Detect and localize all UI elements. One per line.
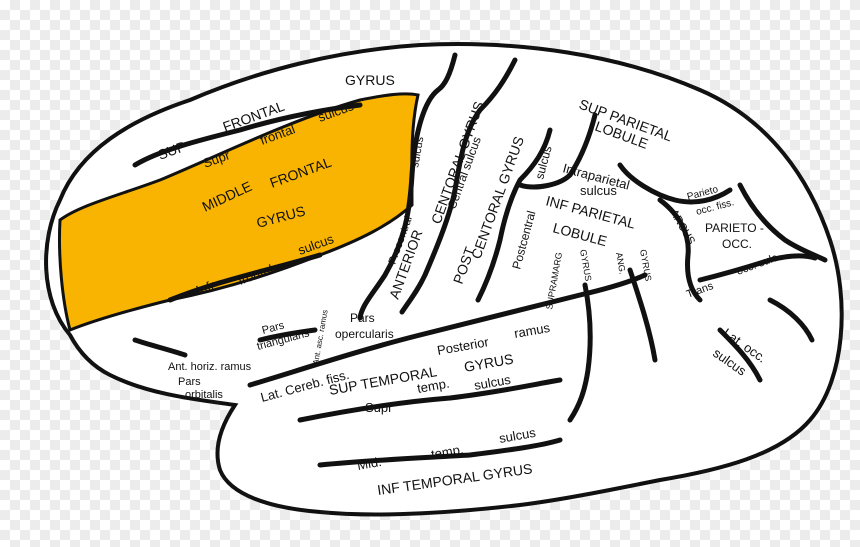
label-pars-orbitalis-2: orbitalis [185,389,223,401]
label-sulcus-ant: sulcus [409,135,426,168]
label-infr: Infr [194,277,217,298]
label-pars-orbitalis-1: Pars [178,376,201,388]
label-supr-temp: Supr [365,400,393,415]
label-pars-opercularis-2: opercularis [335,327,394,341]
label-temp: temp. [416,376,451,396]
label-mid: Mid. [356,454,383,473]
label-sulcus-mid: sulcus [498,425,537,446]
middle-frontal-gyrus-highlight [57,92,420,333]
label-sulcus-ip: sulcus [580,183,617,198]
sulci-lines [132,52,828,468]
label-ramus: ramus [513,320,552,341]
label-parieto-occ: PARIETO - [705,221,764,235]
label-ant-horiz: Ant. horiz. ramus [168,361,252,373]
label-pars-triangularis-1: Pars [261,319,286,337]
label-temp-2: temp. [430,442,465,462]
label-sulcus-temp: sulcus [473,372,512,393]
label-gyrus-top: GYRUS [345,72,395,88]
label-ang: ANG. [614,252,628,275]
label-occ: OCC. [722,237,752,251]
label-pars-opercularis-1: Pars [350,311,375,325]
